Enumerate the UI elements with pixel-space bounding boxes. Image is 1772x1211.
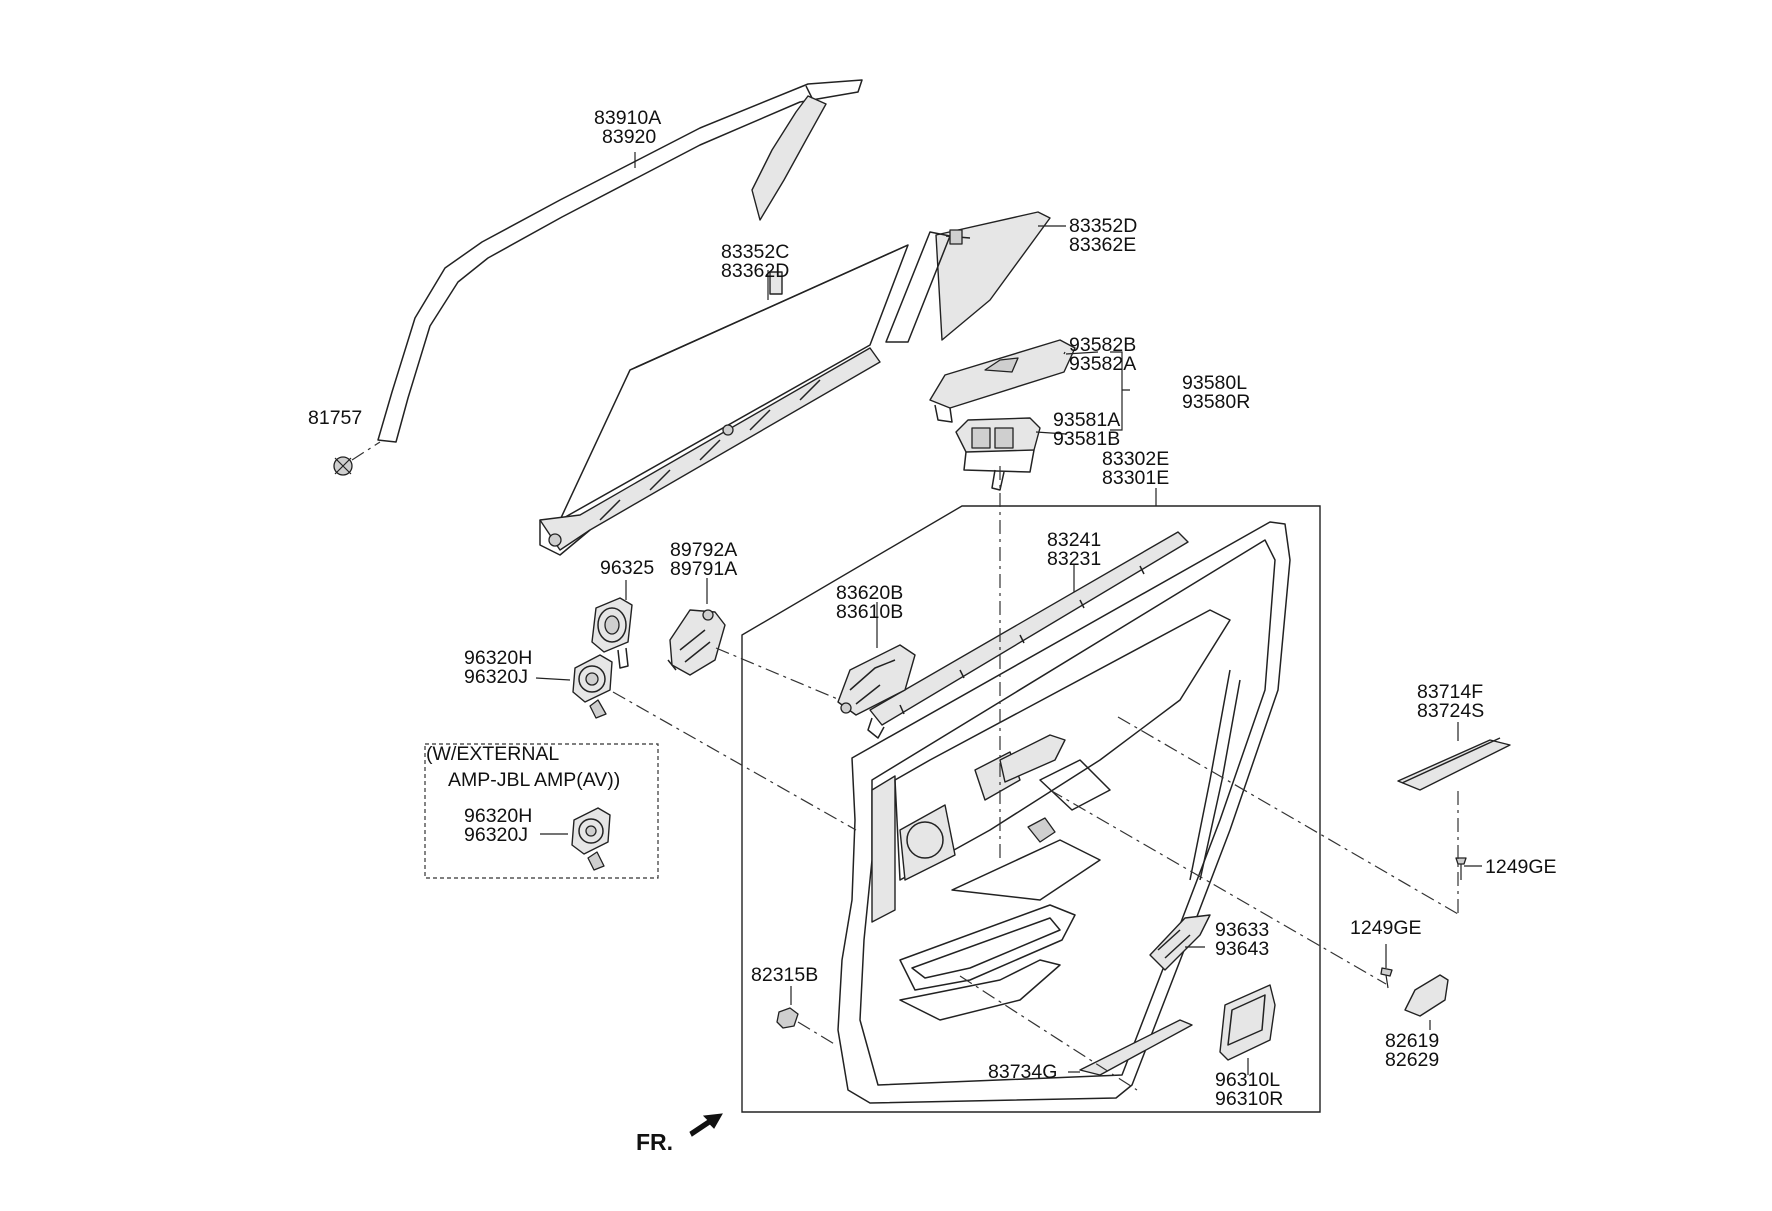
- speaker-96320-alt: [571, 807, 611, 871]
- leader-lines: [535, 152, 1482, 1075]
- label-83920: 83920: [602, 126, 656, 148]
- speaker-96320: [572, 654, 613, 719]
- label-83362e: 83362E: [1069, 234, 1136, 256]
- label-96310r: 96310R: [1215, 1088, 1283, 1110]
- trim-belt-molding: [867, 531, 1189, 739]
- label-96325: 96325: [600, 557, 654, 579]
- part-labels: 83910A 83920 81757 83352C 83362D 83352D …: [308, 107, 1557, 1155]
- door-glass-assembly: [539, 244, 909, 556]
- quarter-glass: [885, 211, 1051, 343]
- window-frame-molding: [377, 79, 863, 443]
- actuator-89792a: [667, 609, 726, 676]
- label-83724s: 83724S: [1417, 700, 1484, 722]
- trim-83734g: [1079, 1019, 1193, 1076]
- label-93580r: 93580R: [1182, 391, 1250, 413]
- label-83352c: 83352C: [721, 241, 789, 263]
- clip-82315b: [776, 1007, 837, 1046]
- label-89792a: 89792A: [670, 539, 737, 561]
- label-83302e: 83302E: [1102, 448, 1169, 470]
- label-93633: 93633: [1215, 919, 1269, 941]
- label-83714f: 83714F: [1417, 681, 1483, 703]
- door-trim-box: [741, 505, 1321, 1113]
- trim-pad-83714f: [1397, 739, 1511, 791]
- label-83734g: 83734G: [988, 1061, 1057, 1083]
- clip-81757: [333, 441, 381, 476]
- label-external-amp: (W/EXTERNAL: [426, 743, 559, 765]
- label-front: FR.: [636, 1129, 673, 1155]
- label-82629: 82629: [1385, 1049, 1439, 1071]
- label-jbl-amp: AMP-JBL AMP(AV)): [448, 769, 620, 791]
- label-96320j-alt: 96320J: [464, 824, 528, 846]
- label-82619: 82619: [1385, 1030, 1439, 1052]
- label-1249ge-b: 1249GE: [1350, 917, 1422, 939]
- label-83241: 83241: [1047, 529, 1101, 551]
- label-96320j: 96320J: [464, 666, 528, 688]
- screw-1249ge-b: [1380, 967, 1393, 989]
- label-93643: 93643: [1215, 938, 1269, 960]
- label-1249ge-a: 1249GE: [1485, 856, 1557, 878]
- inside-handle: [837, 644, 916, 716]
- screw-1249ge-a: [1455, 857, 1467, 880]
- label-82315b: 82315B: [751, 964, 818, 986]
- alignment-lines: [612, 466, 1459, 1091]
- label-83610b: 83610B: [836, 601, 903, 623]
- label-96320h-alt: 96320H: [464, 805, 532, 827]
- label-93581b: 93581B: [1053, 428, 1120, 450]
- front-arrow-icon: [689, 1113, 723, 1137]
- label-93582a: 93582A: [1069, 353, 1136, 375]
- label-81757: 81757: [308, 407, 362, 429]
- label-96320h: 96320H: [464, 647, 532, 669]
- external-amp-box: [424, 743, 659, 879]
- label-93582b: 93582B: [1069, 334, 1136, 356]
- label-96310l: 96310L: [1215, 1069, 1280, 1091]
- label-83362d: 83362D: [721, 260, 789, 282]
- label-83910a: 83910A: [594, 107, 661, 129]
- label-83301e: 83301E: [1102, 467, 1169, 489]
- label-89791a: 89791A: [670, 558, 737, 580]
- window-switch-lower: [955, 417, 1041, 491]
- speaker-grille-96310: [1219, 984, 1276, 1061]
- label-93580l: 93580L: [1182, 372, 1247, 394]
- label-83352d: 83352D: [1069, 215, 1137, 237]
- label-93581a: 93581A: [1053, 409, 1120, 431]
- label-83231: 83231: [1047, 548, 1101, 570]
- switch-93633: [1149, 914, 1211, 971]
- window-switch-upper: [929, 339, 1076, 423]
- trim-82619: [1404, 974, 1449, 1017]
- tweeter-96325: [591, 597, 633, 669]
- door-trim-panel: [837, 521, 1291, 1104]
- label-83620b: 83620B: [836, 582, 903, 604]
